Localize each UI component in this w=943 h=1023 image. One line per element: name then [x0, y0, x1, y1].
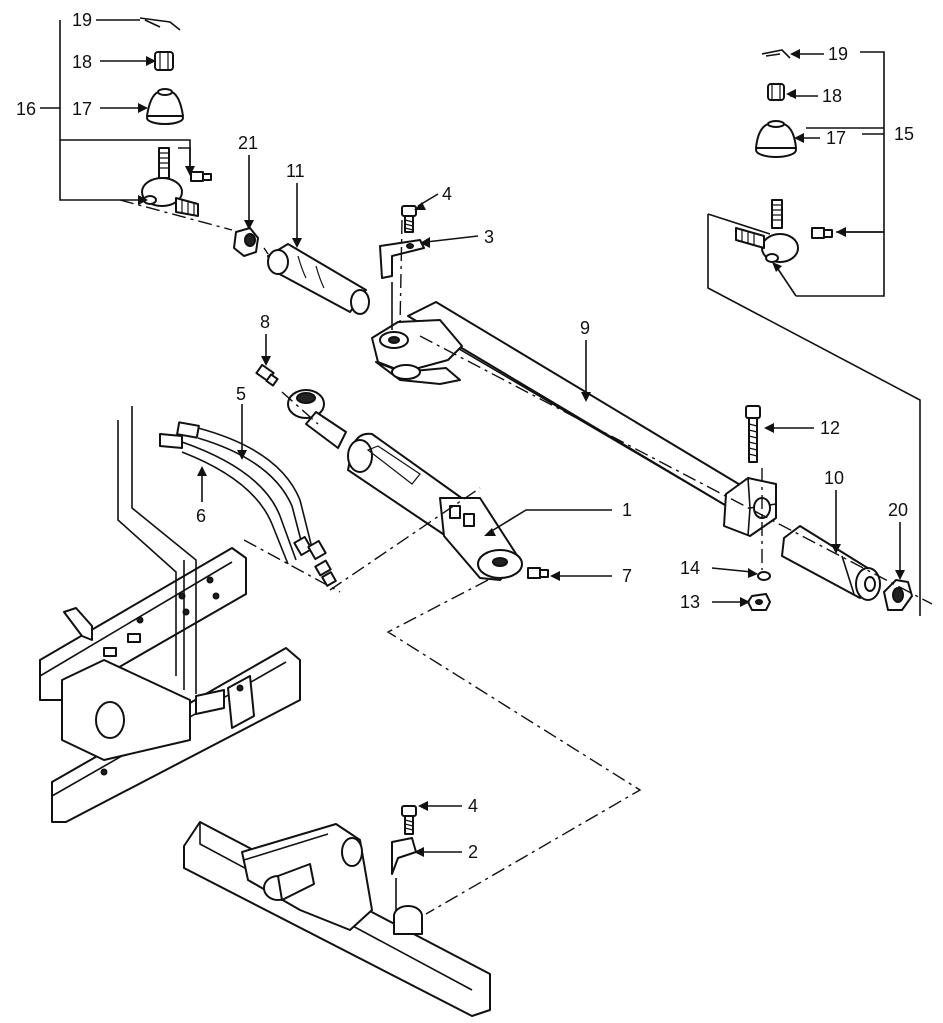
- clamp-bolt-12: [745, 405, 761, 463]
- callout-13: 13: [680, 592, 700, 612]
- callout-15: 15: [894, 124, 914, 144]
- dust-boot-left: [146, 88, 184, 125]
- callout-21: 21: [238, 133, 258, 153]
- castle-nut-left: [154, 51, 174, 71]
- frame-rail-assembly: [39, 547, 301, 823]
- callout-9: 9: [580, 318, 590, 338]
- callout-16: 16: [16, 99, 36, 119]
- callout-7: 7: [622, 566, 632, 586]
- grease-fitting-8: [255, 363, 279, 387]
- callout-18-right: 18: [822, 86, 842, 106]
- left-tie-rod-end-assembly: [59, 17, 212, 217]
- steering-cylinder-1: [287, 389, 523, 581]
- grease-fitting-left: [190, 171, 212, 182]
- callout-12: 12: [820, 418, 840, 438]
- assembly-centerlines: [119, 199, 933, 915]
- callout-10: 10: [824, 468, 844, 488]
- grease-fitting-7: [527, 567, 549, 579]
- bolt-4-top: [401, 205, 417, 233]
- callout-5: 5: [236, 384, 246, 404]
- tie-rod-end-right: [735, 199, 799, 263]
- callout-4-bottom: 4: [468, 796, 478, 816]
- cotter-pin-left: [139, 17, 181, 31]
- jam-nut-20: [883, 579, 913, 611]
- callout-11: 11: [286, 161, 305, 181]
- lock-plate-3: [379, 239, 425, 279]
- callout-3: 3: [484, 227, 494, 247]
- callout-17-left: 17: [72, 99, 92, 119]
- lock-washer-14: [757, 571, 771, 581]
- callout-19-right: 19: [828, 44, 848, 64]
- hydraulic-hoses: [159, 421, 337, 587]
- adjusting-sleeve-11: [267, 243, 370, 315]
- right-tie-rod-end-assembly: [707, 49, 921, 616]
- dust-boot-right: [755, 120, 797, 158]
- callout-2: 2: [468, 842, 478, 862]
- leader-lines: [40, 19, 905, 857]
- castle-nut-right: [767, 83, 785, 101]
- callout-17-right: 17: [826, 128, 846, 148]
- callout-19-left: 19: [72, 10, 92, 30]
- callout-4-top: 4: [442, 184, 452, 204]
- grease-fitting-right: [811, 227, 833, 239]
- adjusting-sleeve-10: [781, 525, 881, 601]
- lock-plate-2: [391, 837, 417, 875]
- callout-6: 6: [196, 506, 206, 526]
- callout-20: 20: [888, 500, 908, 520]
- front-axle-assembly: [183, 821, 491, 1017]
- bolt-4-bottom: [401, 805, 417, 835]
- jam-nut-21: [233, 227, 259, 257]
- callout-14: 14: [680, 558, 700, 578]
- hex-nut-13: [747, 593, 771, 611]
- callout-1: 1: [622, 500, 632, 520]
- callout-labels: 19 18 17 16 21 11 4 3 9 8 5 6 1 7 12 10 …: [16, 10, 914, 862]
- callout-8: 8: [260, 312, 270, 332]
- tie-rod-9: [371, 301, 777, 537]
- tie-rod-end-left: [141, 147, 199, 217]
- callout-18-left: 18: [72, 52, 92, 72]
